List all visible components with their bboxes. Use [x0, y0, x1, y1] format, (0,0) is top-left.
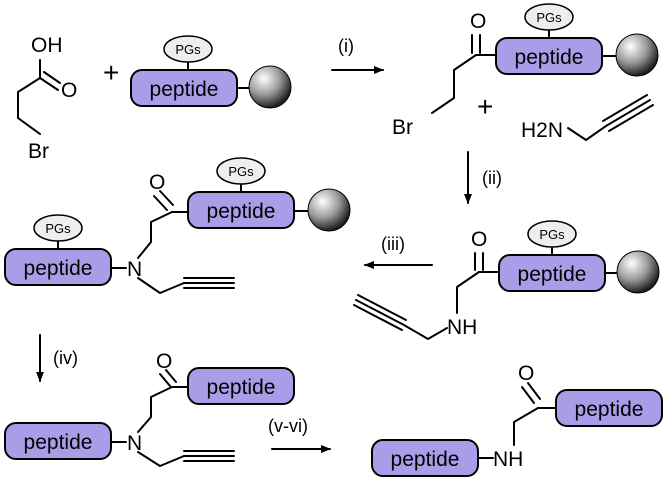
bond [153, 195, 168, 211]
bond [137, 451, 185, 467]
resin-bead [615, 33, 659, 77]
final-peptide-product: peptide NH O peptide [371, 362, 663, 477]
peptide-box [555, 389, 663, 427]
bond [431, 54, 477, 114]
bromoacyl-resin-peptide: O Br PGs peptide [392, 3, 659, 139]
bond [602, 94, 648, 122]
peptide-label: peptide [515, 46, 584, 69]
resin-bead [248, 65, 292, 109]
bond [521, 386, 535, 404]
plus-sign: + [477, 91, 493, 122]
pgs-label: PGs [45, 221, 71, 236]
bond [567, 125, 607, 141]
bond [357, 294, 407, 321]
nh-label: NH [447, 316, 477, 339]
step-label: (ii) [482, 168, 502, 188]
bond [137, 386, 173, 433]
peptide-box [187, 367, 295, 405]
plus-sign: + [103, 57, 119, 88]
oh-label: OH [31, 34, 63, 57]
step-label: (iii) [381, 234, 405, 254]
br-label: Br [392, 116, 413, 139]
peptide-label: peptide [518, 263, 587, 286]
bond [43, 71, 61, 84]
pgs-label: PGs [539, 227, 565, 242]
peptide-label: peptide [24, 257, 93, 280]
bond [137, 277, 185, 294]
bond [355, 299, 405, 326]
pgs-bubble [33, 214, 83, 242]
carbonyl-o-label: O [156, 350, 172, 373]
resin-bead [307, 188, 351, 232]
resin-bead [616, 250, 660, 294]
carbonyl-o-label: O [470, 10, 486, 33]
n-label: N [127, 258, 142, 281]
step-label: (v-vi) [268, 416, 308, 436]
bond [353, 304, 403, 331]
bond [137, 211, 173, 259]
pgs-bubble [527, 220, 577, 248]
step-i: (i) [331, 36, 384, 74]
peptide-label: peptide [391, 448, 460, 471]
carbonyl-o-label: O [471, 228, 487, 251]
pgs-label: PGs [228, 164, 254, 179]
carbonyl-o-label: O [61, 79, 77, 102]
step-ii: (ii) [464, 151, 502, 204]
bond [403, 324, 448, 340]
bond [527, 382, 541, 400]
resin-bound-peptide: PGs peptide [130, 35, 292, 109]
bond [39, 77, 59, 91]
br-label: Br [28, 140, 49, 163]
peptide-label: peptide [207, 376, 276, 399]
n-propargyl-peptoid-peptide: peptide N O peptide [4, 350, 295, 467]
pgs-bubble [216, 157, 266, 185]
carbonyl-o-label: O [518, 362, 534, 385]
bond [17, 77, 41, 135]
bond [456, 271, 480, 314]
pgs-bubble [524, 3, 574, 31]
step-v-vi: (v-vi) [268, 416, 331, 453]
bond [159, 190, 174, 206]
bond [165, 369, 177, 383]
step-iii: (iii) [364, 234, 433, 269]
bond [608, 104, 654, 132]
carbonyl-o-label: O [149, 171, 165, 194]
step-label: (i) [338, 36, 354, 56]
pgs-bubble [163, 35, 213, 63]
pgs-label: PGs [175, 42, 201, 57]
peptide-label: peptide [150, 78, 219, 101]
n-propargyl-peptoid-resin-peptide: PGs peptide N O PGs peptide [4, 157, 351, 294]
peptide-label: peptide [24, 431, 93, 454]
propargylamine: H2N [521, 94, 654, 142]
pgs-label: PGs [536, 10, 562, 25]
step-label: (iv) [53, 348, 78, 368]
bond [605, 99, 651, 127]
step-iv: (iv) [36, 334, 78, 382]
h2n-label: H2N [521, 119, 563, 142]
n-label: N [127, 432, 142, 455]
bromopropionic-acid: OH O Br [17, 34, 77, 163]
bond [159, 373, 171, 387]
peptide-label: peptide [207, 200, 276, 223]
bond [513, 407, 539, 446]
peptide-label: peptide [575, 398, 644, 421]
propargyl-glycine-resin-peptide: O NH PGs peptide [353, 220, 660, 340]
nh-label: NH [493, 448, 523, 471]
